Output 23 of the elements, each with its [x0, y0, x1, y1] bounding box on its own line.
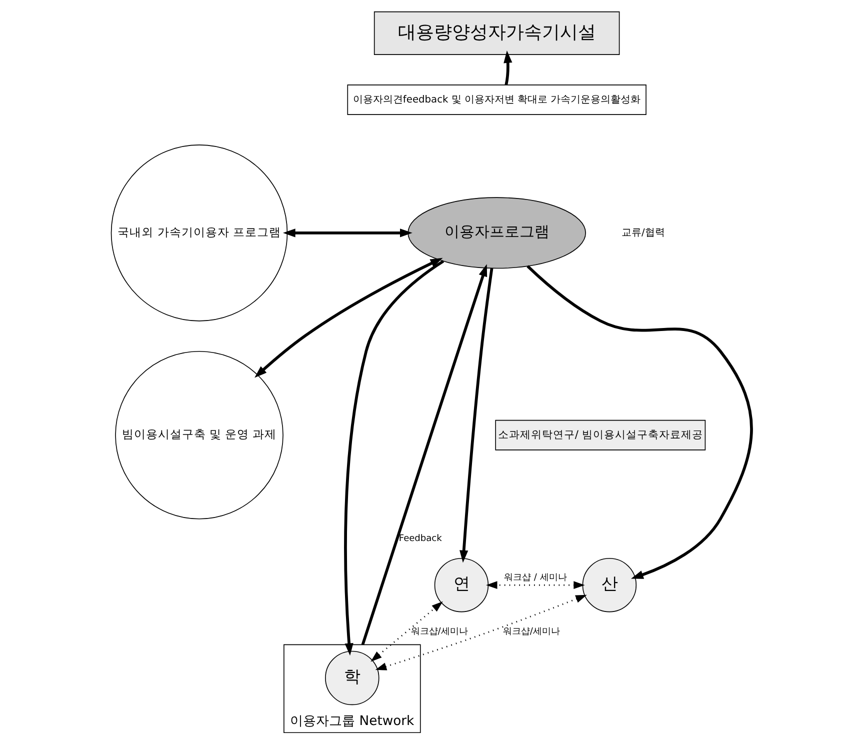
arrow: [374, 594, 586, 670]
node-circle: 국내외 가속기이용자 프로그램: [110, 144, 288, 322]
node-box: 이용자의견feedback 및 이용자저변 확대로 가속기운용의활성화: [346, 84, 646, 115]
arrow: [459, 268, 493, 563]
node-circle: 연: [434, 558, 488, 612]
node-box: 대용량양성자가속기시설: [373, 11, 620, 55]
edge-label: 워크샵 / 세미나: [504, 572, 566, 583]
edge-label: 워크샵/세미나: [410, 626, 468, 637]
arrow: [344, 260, 444, 656]
arrow: [360, 264, 487, 646]
node-box: 소과제위탁연구/ 빔이용시설구축자료제공: [494, 420, 706, 450]
edge-label: 워크샵/세미나: [502, 626, 560, 637]
arrow: [526, 265, 752, 579]
arrow: [254, 258, 442, 378]
node-circle: 학: [324, 650, 379, 706]
node-circle: 빔이용시설구축 및 운영 과제: [114, 350, 283, 520]
node-circle: 산: [582, 558, 636, 612]
arrow: [486, 581, 584, 589]
arrow: [370, 601, 442, 662]
label: 교류/협력: [620, 227, 664, 238]
arrow: [503, 50, 512, 86]
arrow: [282, 228, 412, 238]
edge-label: Feedback: [398, 534, 442, 544]
